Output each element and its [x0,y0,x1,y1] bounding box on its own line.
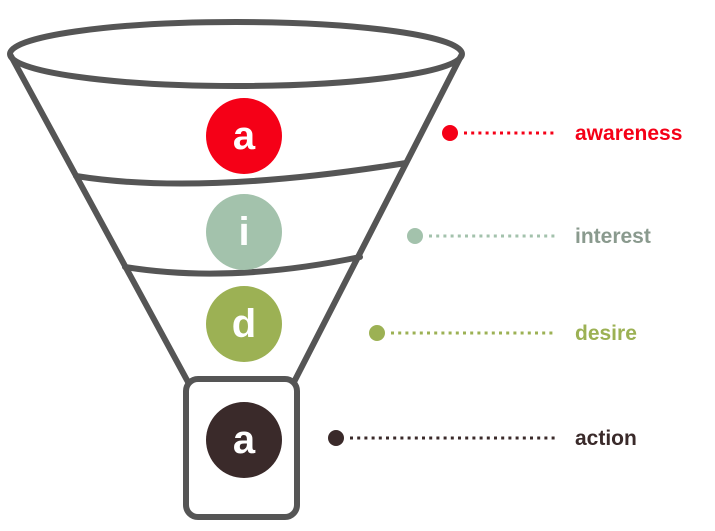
stage-awareness: a [206,98,282,174]
callout-dot [369,325,385,341]
stage-label: interest [575,225,651,248]
funnel-band-2 [122,254,363,277]
stage-letter: a [233,418,256,462]
stage-letter: a [233,114,256,158]
stage-circle [206,194,282,270]
funnel-spout [183,376,300,520]
callout-dot [328,430,344,446]
stage-circle [206,98,282,174]
stage-label: awareness [575,122,682,145]
callout-awareness: awareness [442,122,682,145]
callout-action: action [328,427,637,450]
stage-action: a [206,402,282,478]
funnel-left-side [8,53,191,385]
stage-interest: i [206,194,282,270]
stage-desire: d [206,286,282,362]
stage-circle [206,286,282,362]
funnel-outline [7,19,465,520]
stage-letter: i [238,210,249,254]
callout-desire: desire [369,322,637,345]
stage-label: desire [575,322,637,345]
funnel-right-side [291,53,464,385]
stage-circle [206,402,282,478]
funnel-rim [7,19,465,89]
stage-label: action [575,427,637,450]
stage-letter: d [232,302,256,346]
callout-interest: interest [407,225,651,248]
callout-dot [442,125,458,141]
callout-dot [407,228,423,244]
funnel-band-1 [73,160,409,187]
